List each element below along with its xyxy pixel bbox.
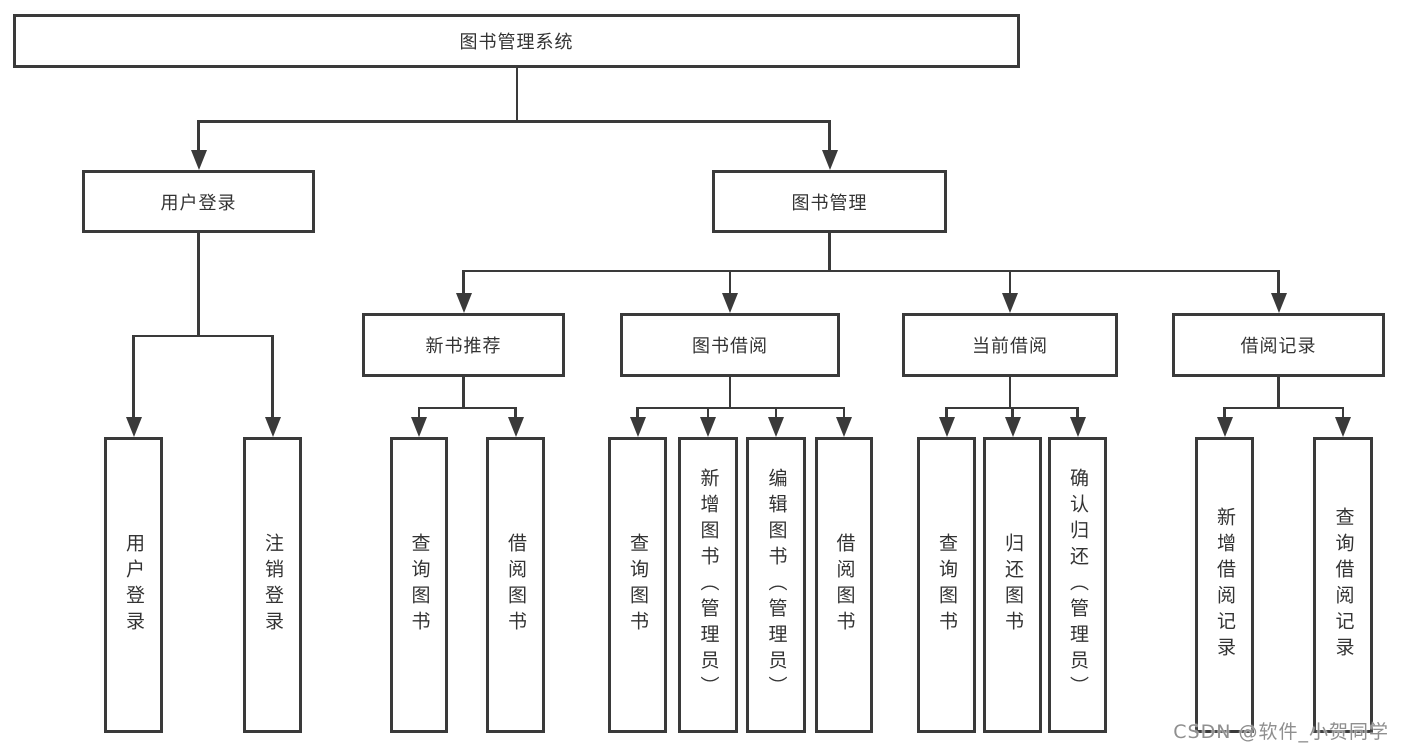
- connector-line: [197, 233, 200, 336]
- connector-line: [1076, 406, 1079, 419]
- node-label: 查询图书: [936, 533, 958, 637]
- connector-line: [945, 406, 948, 419]
- connector-line: [197, 120, 831, 123]
- connector-line: [1277, 377, 1280, 407]
- leaf-borrow-books-recommend: 借阅图书: [486, 437, 545, 733]
- node-label: 图书管理系统: [459, 32, 574, 53]
- node-label: 当前借阅: [972, 336, 1048, 357]
- arrow-down-icon: [938, 417, 955, 437]
- connector-line: [417, 406, 421, 419]
- connector-line: [271, 334, 274, 419]
- connector-line: [842, 406, 846, 419]
- arrow-down-icon: [768, 417, 784, 437]
- connector-line: [1008, 377, 1012, 407]
- connector-line: [514, 406, 517, 419]
- arrow-down-icon: [125, 417, 142, 437]
- arrow-down-icon: [1270, 293, 1287, 313]
- connector-line: [515, 68, 519, 120]
- arrow-down-icon: [722, 293, 738, 313]
- leaf-confirm-return-admin: 确认归还（管理员）: [1048, 437, 1107, 733]
- leaf-return-books: 归还图书: [983, 437, 1042, 733]
- node-label: 用户登录: [123, 533, 145, 637]
- arrow-down-icon: [264, 417, 281, 437]
- arrow-down-icon: [836, 417, 852, 437]
- node-book-management-system: 图书管理系统: [13, 14, 1020, 68]
- node-label: 查询借阅记录: [1332, 507, 1355, 663]
- connector-line: [1223, 406, 1343, 409]
- leaf-query-books-current: 查询图书: [917, 437, 976, 733]
- connector-line: [636, 406, 639, 419]
- connector-line: [1223, 406, 1226, 419]
- node-label: 图书管理: [791, 192, 868, 214]
- node-label: 图书借阅: [692, 336, 768, 357]
- node-current-borrowing: 当前借阅: [902, 313, 1118, 377]
- connector-line: [462, 269, 465, 295]
- node-book-borrowing: 图书借阅: [620, 313, 840, 377]
- leaf-borrow-books: 借阅图书: [815, 437, 873, 733]
- leaf-query-books-recommend: 查询图书: [390, 437, 448, 733]
- arrow-down-icon: [1069, 417, 1086, 437]
- connector-line: [636, 406, 846, 409]
- connector-line: [1011, 406, 1014, 419]
- node-label: 编辑图书（管理员）: [765, 468, 788, 702]
- leaf-add-borrow-record: 新增借阅记录: [1195, 437, 1254, 733]
- node-label: 新书推荐: [425, 336, 502, 357]
- connector-line: [1341, 406, 1345, 419]
- leaf-query-books-borrowing: 查询图书: [608, 437, 667, 733]
- connector-line: [1008, 269, 1012, 295]
- arrow-down-icon: [190, 150, 207, 170]
- node-label: 查询图书: [408, 533, 431, 637]
- connector-line: [132, 334, 135, 419]
- arrow-down-icon: [1002, 293, 1018, 313]
- csdn-watermark: CSDN @软件_小贺同学: [1173, 721, 1389, 743]
- leaf-logout: 注销登录: [243, 437, 302, 733]
- arrow-down-icon: [629, 417, 646, 437]
- node-user-login: 用户登录: [82, 170, 315, 233]
- node-label: 借阅记录: [1240, 336, 1317, 357]
- arrow-down-icon: [1335, 417, 1351, 437]
- connector-line: [1277, 269, 1280, 295]
- connector-line: [728, 377, 732, 407]
- connector-line: [197, 120, 200, 152]
- arrow-down-icon: [700, 417, 716, 437]
- node-label: 注销登录: [262, 533, 284, 637]
- leaf-query-borrow-record: 查询借阅记录: [1313, 437, 1373, 733]
- arrow-down-icon: [411, 417, 427, 437]
- node-label: 确认归还（管理员）: [1067, 468, 1089, 702]
- node-book-management: 图书管理: [712, 170, 947, 233]
- node-label: 查询图书: [627, 533, 649, 637]
- connector-line: [774, 406, 778, 419]
- node-label: 归还图书: [1002, 533, 1024, 637]
- node-new-book-recommendation: 新书推荐: [362, 313, 565, 377]
- arrow-down-icon: [455, 293, 472, 313]
- arrow-down-icon: [821, 150, 838, 170]
- connector-line: [132, 334, 274, 337]
- connector-line: [462, 377, 465, 407]
- node-label: 借阅图书: [505, 533, 527, 637]
- node-label: 新增图书（管理员）: [697, 468, 720, 702]
- connector-line: [417, 406, 517, 409]
- node-label: 新增借阅记录: [1214, 507, 1236, 663]
- leaf-edit-books-admin: 编辑图书（管理员）: [746, 437, 806, 733]
- arrow-down-icon: [507, 417, 524, 437]
- node-borrowing-records: 借阅记录: [1172, 313, 1385, 377]
- connector-line: [828, 233, 831, 272]
- node-label: 借阅图书: [833, 533, 856, 637]
- leaf-add-books-admin: 新增图书（管理员）: [678, 437, 738, 733]
- node-label: 用户登录: [160, 192, 237, 214]
- arrow-down-icon: [1004, 417, 1021, 437]
- connector-line: [706, 406, 710, 419]
- connector-line: [728, 269, 732, 295]
- connector-line: [462, 269, 1280, 272]
- connector-line: [828, 120, 831, 152]
- leaf-user-login: 用户登录: [104, 437, 163, 733]
- arrow-down-icon: [1216, 417, 1233, 437]
